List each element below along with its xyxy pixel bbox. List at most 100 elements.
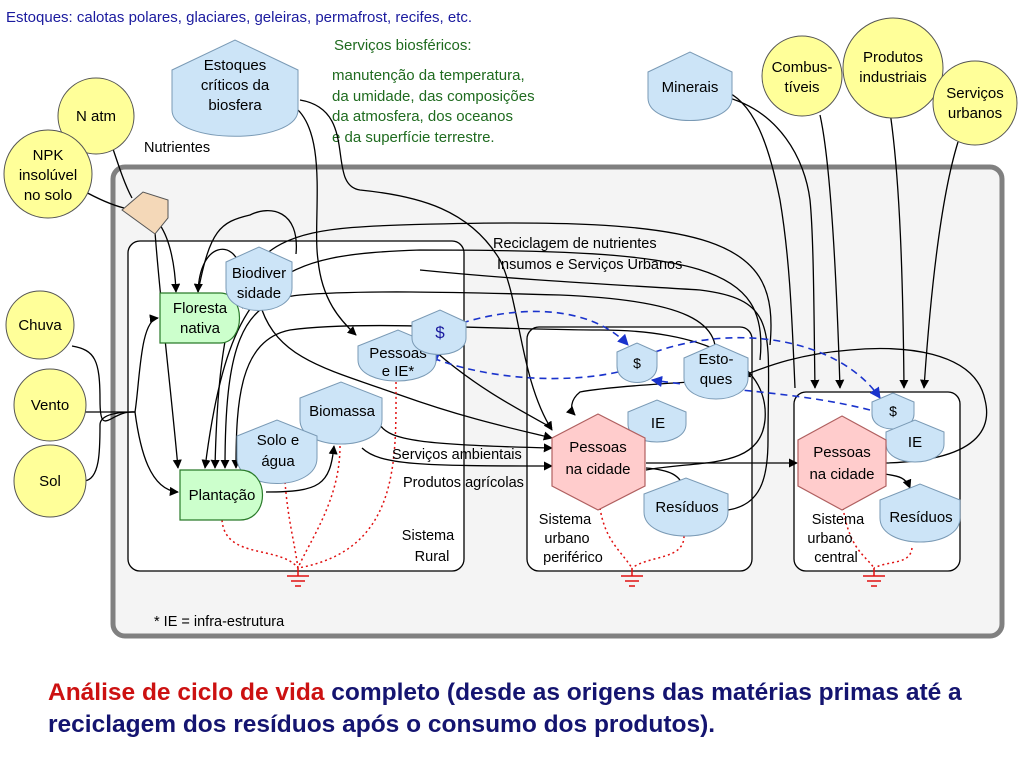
flow-insumos-2 xyxy=(201,249,762,469)
svg-text:NPK: NPK xyxy=(33,147,64,164)
svg-text:Pessoas: Pessoas xyxy=(369,345,427,362)
svg-text:Combus-: Combus- xyxy=(772,59,833,76)
svg-text:Pessoas: Pessoas xyxy=(813,444,871,461)
top-note: Estoques: calotas polares, glaciares, ge… xyxy=(6,9,472,26)
label-sistema-central: Sistema xyxy=(812,512,865,528)
flow-servicos-ambientais xyxy=(379,424,553,453)
svg-text:IE: IE xyxy=(651,415,665,432)
caption-rest: completo (desde as origens das matérias … xyxy=(48,679,962,738)
svg-text:Minerais: Minerais xyxy=(662,79,719,96)
flow-estoques-to-pessoas-periferico xyxy=(299,99,553,431)
heat-flow-solo xyxy=(284,481,299,569)
biosphere-services-line: da atmosfera, dos oceanos xyxy=(332,108,513,125)
svg-text:Pessoas: Pessoas xyxy=(569,439,627,456)
label-sistema-central: central xyxy=(814,550,858,566)
svg-text:e IE*: e IE* xyxy=(382,363,415,380)
source-produtos-industriais: Produtos industriais xyxy=(842,17,944,119)
svg-text:críticos da: críticos da xyxy=(201,77,270,94)
flow-climate-to-floresta xyxy=(134,314,159,413)
storage-ie-central: IE xyxy=(885,419,945,463)
svg-text:Plantação: Plantação xyxy=(189,487,256,504)
svg-text:Esto-: Esto- xyxy=(698,351,733,368)
consumer-pessoas-central: Pessoas na cidade xyxy=(797,415,887,511)
flow-recycle-loop xyxy=(197,210,297,293)
label-insumos: Insumos e Serviços Urbanos xyxy=(497,257,682,273)
flow-produtos-agricolas xyxy=(361,447,553,471)
label-sistema-periferico: Sistema xyxy=(539,512,592,528)
flow-estoques-to-pessoas-ie xyxy=(291,104,357,336)
svg-text:Estoques: Estoques xyxy=(204,57,267,74)
storage-estoques-periferico: Esto- ques xyxy=(683,343,749,400)
money-flow-central-to-periferico xyxy=(650,375,871,411)
label-sistema-rural: Sistema xyxy=(402,528,455,544)
flow-plantacao-to-biomassa xyxy=(265,445,338,493)
flow-converter-to-floresta xyxy=(159,224,181,293)
biosphere-services-line: da umidade, das composições xyxy=(332,88,535,105)
label-produtos-agricolas: Produtos agrícolas xyxy=(403,475,524,491)
biosphere-services-line: e da superfície terrestre. xyxy=(332,129,495,146)
flow-climate-to-plantacao xyxy=(134,411,179,496)
flow-combustiveis xyxy=(819,114,845,389)
source-sol: Sol xyxy=(13,444,87,518)
flow-minerais xyxy=(721,95,820,389)
svg-text:$: $ xyxy=(889,403,897,419)
caption-highlight: Análise de ciclo de vida xyxy=(48,679,325,706)
svg-text:N atm: N atm xyxy=(76,108,116,125)
svg-text:Resíduos: Resíduos xyxy=(655,499,718,516)
svg-text:Resíduos: Resíduos xyxy=(889,509,952,526)
svg-text:$: $ xyxy=(633,355,641,371)
flow-residuos-recycle xyxy=(419,269,770,511)
heat-flow-residuos-central xyxy=(873,547,913,569)
producer-plantacao: Plantação xyxy=(179,469,263,521)
source-n-atm: N atm xyxy=(57,77,135,155)
flow-minerais-to-periferico xyxy=(721,89,796,389)
storage-estoques-criticos: Estoques críticos da biosfera xyxy=(171,39,299,137)
slide-caption: Análise de ciclo de vida completo (desde… xyxy=(48,677,1008,741)
svg-text:no solo: no solo xyxy=(24,187,72,204)
source-chuva: Chuva xyxy=(5,290,75,360)
svg-text:Vento: Vento xyxy=(31,397,69,414)
flow-insumos-4 xyxy=(231,324,766,471)
storage-ie-periferico: IE xyxy=(627,399,687,443)
flow-central-to-residuos xyxy=(883,473,912,489)
svg-text:tíveis: tíveis xyxy=(784,79,819,96)
flow-servicos-urbanos xyxy=(920,141,959,389)
svg-text:Sol: Sol xyxy=(39,473,61,490)
svg-text:Produtos: Produtos xyxy=(863,49,923,66)
flow-central-to-estoques xyxy=(741,347,988,464)
source-vento: Vento xyxy=(13,368,87,442)
heat-flow-plantacao xyxy=(221,519,299,569)
svg-text:insolúvel: insolúvel xyxy=(19,167,77,184)
svg-text:nativa: nativa xyxy=(180,320,221,337)
flow-converter-to-plantacao xyxy=(154,231,182,469)
storage-minerais: Minerais xyxy=(647,51,733,121)
svg-text:$: $ xyxy=(435,323,445,342)
biosphere-services-title: Serviços biosféricos: xyxy=(334,37,472,54)
label-sistema-periferico: urbano xyxy=(544,531,589,547)
svg-text:ques: ques xyxy=(700,371,733,388)
svg-text:sidade: sidade xyxy=(237,285,281,302)
label-sistema-central: urbano xyxy=(807,531,852,547)
label-sistema-rural: Rural xyxy=(415,549,450,565)
flow-sol xyxy=(83,411,136,482)
money-flow-rural-to-periferico xyxy=(461,310,629,346)
source-servicos-urbanos: Serviços urbanos xyxy=(932,60,1018,146)
svg-text:biosfera: biosfera xyxy=(208,97,262,114)
storage-residuos-periferico: Resíduos xyxy=(643,477,729,537)
svg-text:Serviços: Serviços xyxy=(946,85,1004,102)
source-npk: NPK insolúvel no solo xyxy=(3,129,93,219)
money-rural: $ xyxy=(411,309,467,355)
money-flow-periferico-to-rural xyxy=(426,354,619,380)
svg-text:Solo e: Solo e xyxy=(257,432,300,449)
money-flow-periferico-to-central xyxy=(654,336,881,399)
storage-residuos-central: Resíduos xyxy=(879,483,961,543)
storage-biomassa: Biomassa xyxy=(299,381,383,445)
flow-biodiversidade-to-pessoas xyxy=(261,309,553,441)
nutrient-converter xyxy=(121,191,169,235)
consumer-pessoas-periferico: Pessoas na cidade xyxy=(551,413,646,511)
svg-text:Biomassa: Biomassa xyxy=(309,403,376,420)
label-nutrientes: Nutrientes xyxy=(144,140,210,156)
heat-flow-pessoas-ie xyxy=(297,381,397,569)
flow-insumos-3 xyxy=(220,291,717,469)
